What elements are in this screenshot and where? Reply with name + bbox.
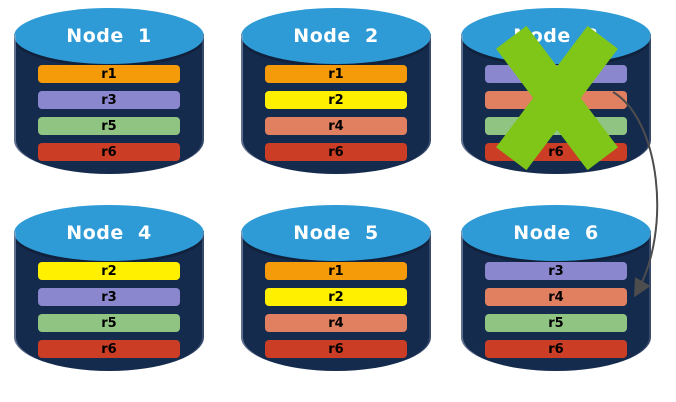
node-label: Node 5	[293, 222, 379, 244]
replica-bar[interactable]: r1	[38, 65, 180, 83]
replica-bar[interactable]: r6	[485, 340, 627, 358]
replica-list: r1 r2 r4 r6	[265, 262, 407, 366]
node-5[interactable]: Node 5 r1 r2 r4 r6	[241, 205, 431, 388]
replica-bar[interactable]: r1	[265, 262, 407, 280]
replica-bar[interactable]: r5	[38, 117, 180, 135]
cylinder-top	[461, 205, 651, 261]
replica-bar[interactable]: r4	[265, 314, 407, 332]
replica-bar[interactable]: r2	[265, 91, 407, 109]
replica-bar[interactable]: r3	[38, 91, 180, 109]
replica-bar[interactable]: r5	[485, 314, 627, 332]
replica-bar[interactable]: r4	[485, 288, 627, 306]
replica-bar[interactable]: r3	[38, 288, 180, 306]
replica-bar[interactable]: r6	[38, 340, 180, 358]
replica-bar[interactable]: r6	[38, 143, 180, 161]
node-label: Node 1	[66, 25, 152, 47]
replica-bar[interactable]: r4	[265, 117, 407, 135]
node-3[interactable]: Node 3 r3 r4 r5 r6	[461, 8, 651, 191]
replica-list: r1 r3 r5 r6	[38, 65, 180, 169]
node-label: Node 6	[513, 222, 599, 244]
cylinder-top	[14, 205, 204, 261]
node-2[interactable]: Node 2 r1 r2 r4 r6	[241, 8, 431, 191]
replica-list: r1 r2 r4 r6	[265, 65, 407, 169]
replica-bar[interactable]: r2	[38, 262, 180, 280]
node-label: Node 2	[293, 25, 379, 47]
cylinder-top	[241, 8, 431, 64]
cylinder-top	[14, 8, 204, 64]
replica-bar[interactable]: r6	[265, 143, 407, 161]
node-6[interactable]: Node 6 r3 r4 r5 r6	[461, 205, 651, 388]
replica-bar[interactable]: r3	[485, 262, 627, 280]
node-label: Node 4	[66, 222, 152, 244]
replica-bar[interactable]: r6	[265, 340, 407, 358]
node-4[interactable]: Node 4 r2 r3 r5 r6	[14, 205, 204, 388]
cylinder-top	[241, 205, 431, 261]
replica-list: r2 r3 r5 r6	[38, 262, 180, 366]
replica-bar[interactable]: r1	[265, 65, 407, 83]
replica-bar[interactable]: r5	[38, 314, 180, 332]
node-1[interactable]: Node 1 r1 r3 r5 r6	[14, 8, 204, 191]
replica-bar[interactable]: r2	[265, 288, 407, 306]
arrow-path	[612, 91, 659, 298]
replica-list: r3 r4 r5 r6	[485, 262, 627, 366]
